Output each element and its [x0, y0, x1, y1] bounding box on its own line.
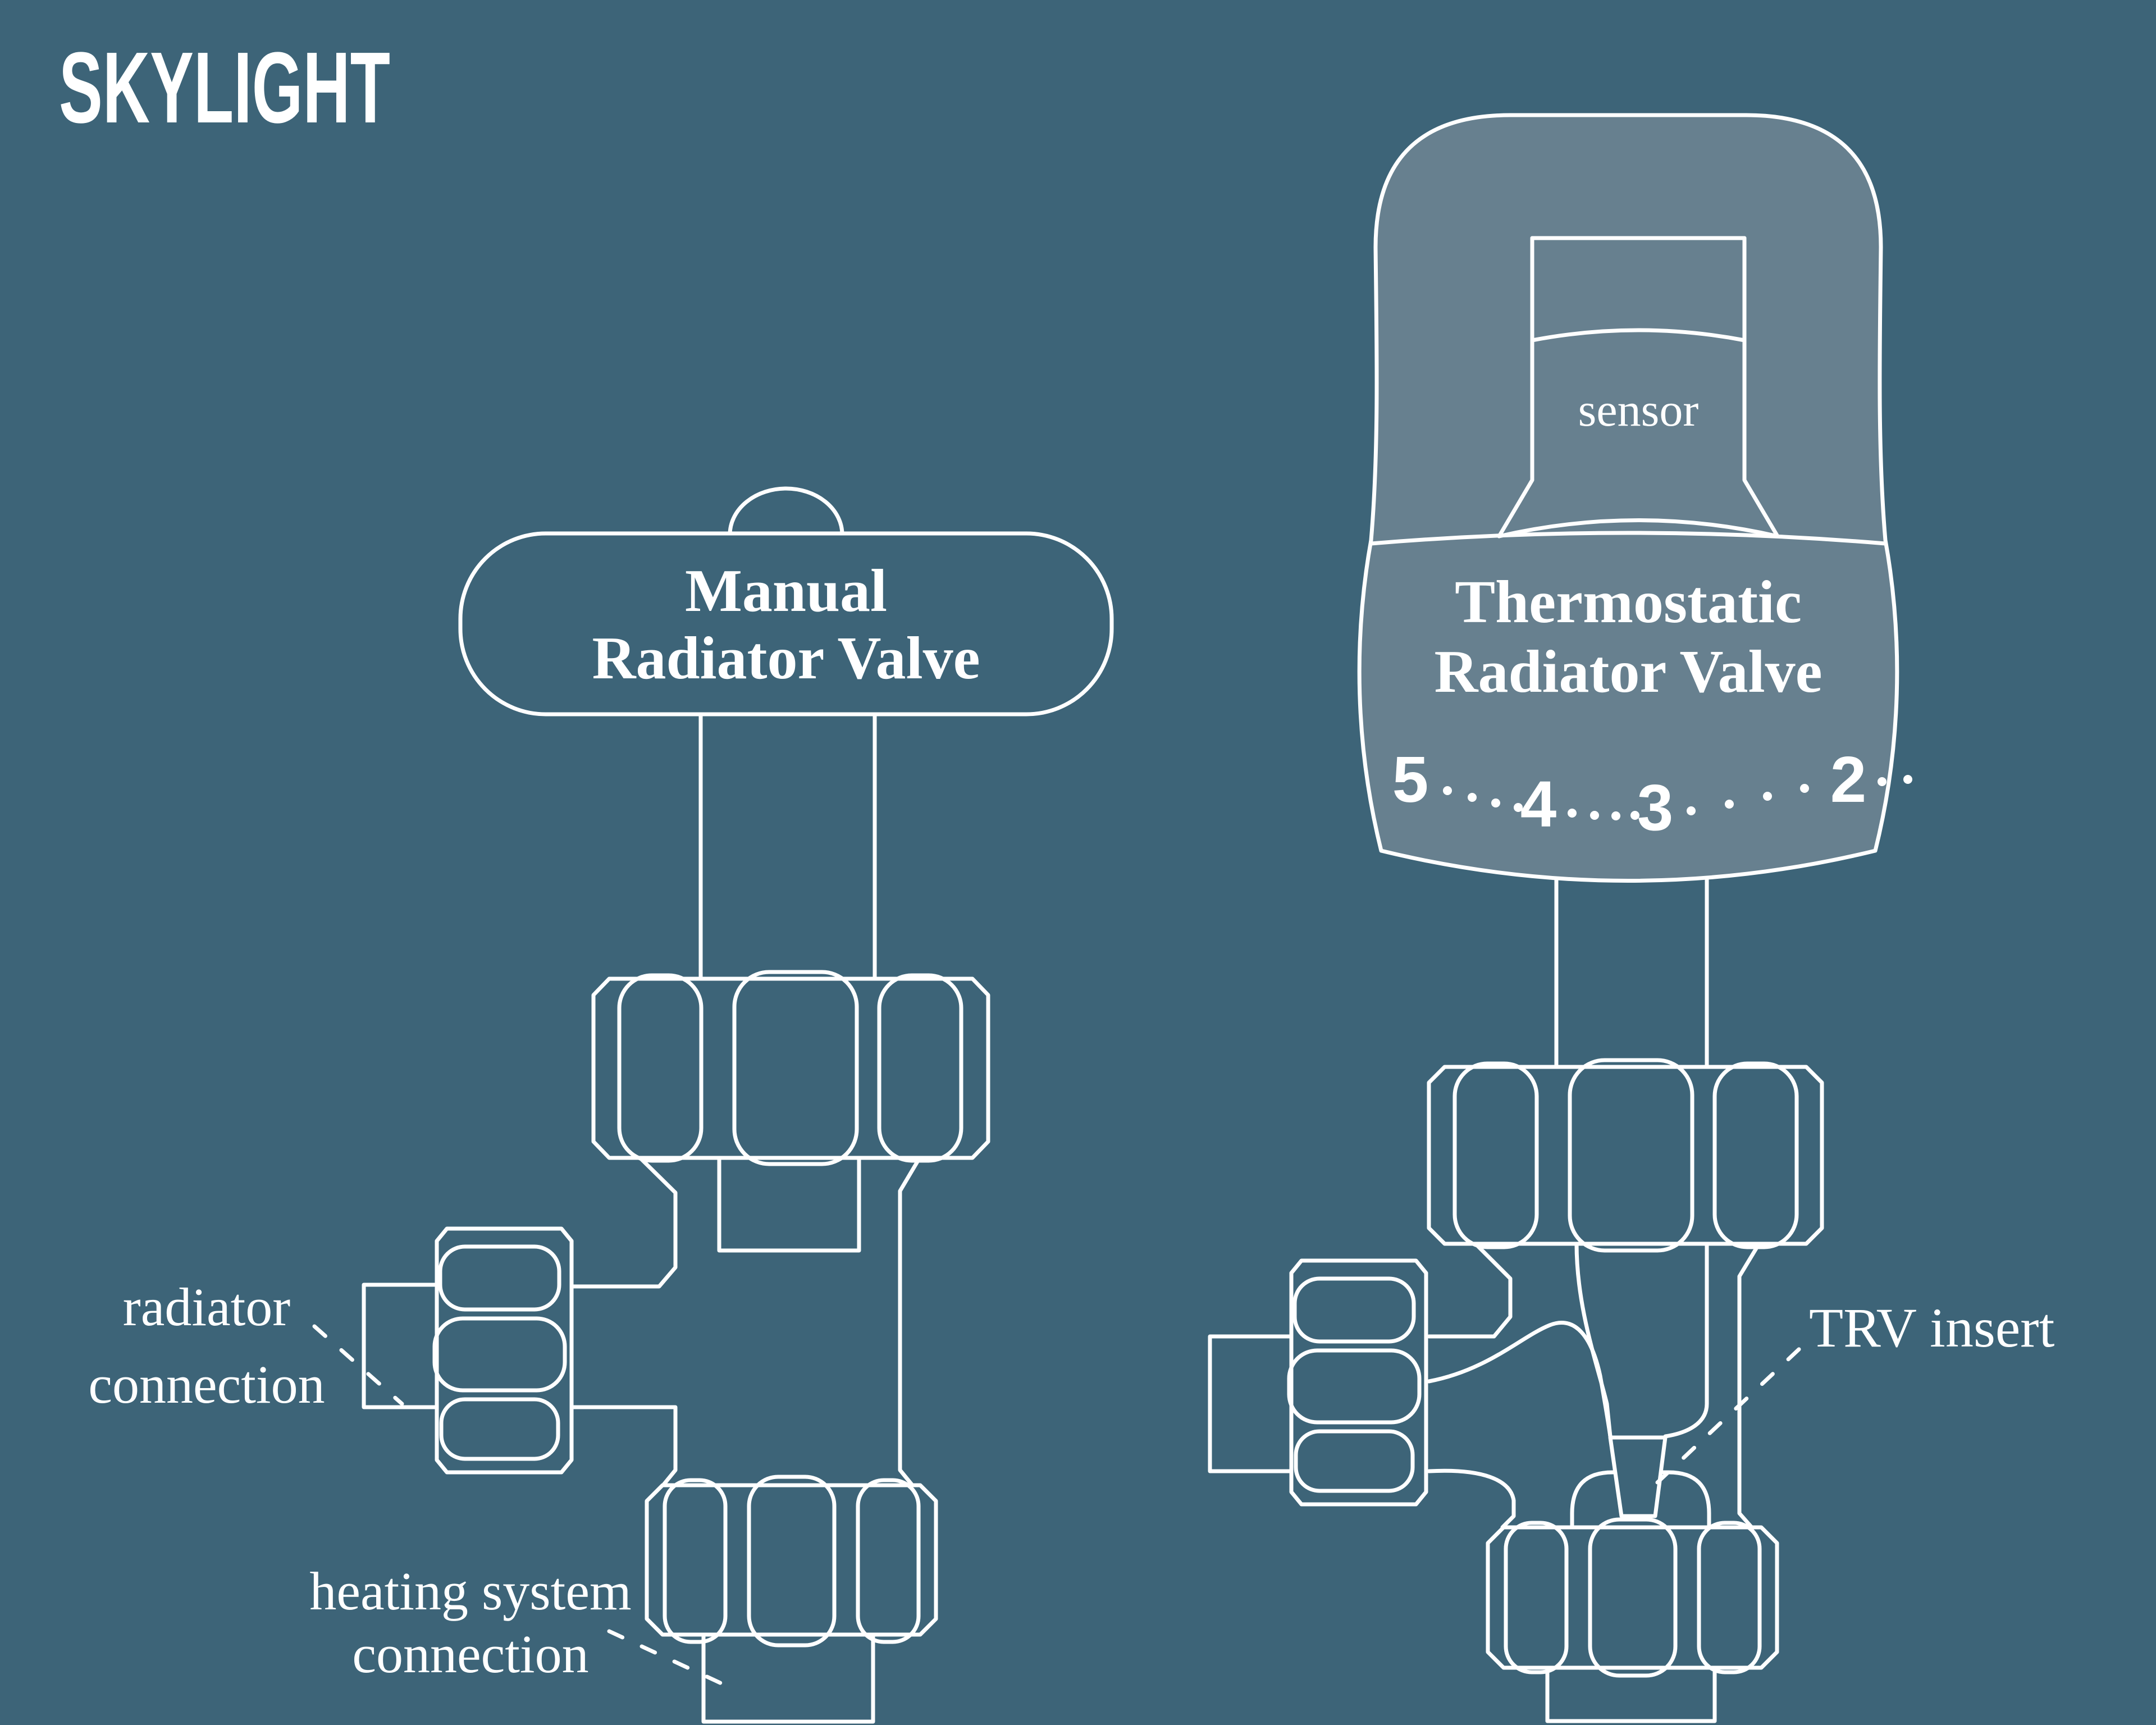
trv-bottom-nut-outline	[1486, 1525, 1779, 1670]
manual-valve-gland	[717, 1156, 861, 1253]
trv-bore-right-line	[1663, 1242, 1709, 1439]
trv-union-nut-outline	[1427, 1065, 1824, 1246]
annotation-heating-system-connection: heating system connection	[309, 1561, 732, 1690]
trv-sensor-cap-arc	[1530, 328, 1747, 343]
manual-union-nut-facet-left	[617, 973, 704, 1163]
trv-bore-left-line	[1574, 1242, 1613, 1439]
manual-radiator-nut-outline	[435, 1226, 574, 1475]
trv-radiator-nut-facet-bottom	[1294, 1429, 1415, 1493]
trv-title-line1: Thermostatic	[1455, 569, 1802, 636]
manual-valve-title-line2: Radiator Valve	[592, 625, 980, 692]
skylight-logo: SKYLIGHT	[59, 31, 390, 144]
radiator-connection-label-line2: connection	[88, 1354, 325, 1414]
manual-bottom-nut-facet-middle	[747, 1475, 837, 1648]
trv-radiator-nut-facet-top	[1292, 1276, 1416, 1344]
manual-radiator-nut-facet-bottom	[439, 1397, 560, 1461]
thermostatic-head	[1357, 113, 1899, 883]
trv-dial-dots	[1443, 775, 1912, 820]
trv-bottom-nut-facet-left	[1504, 1521, 1569, 1674]
heating-system-label-line1: heating system	[309, 1561, 631, 1621]
manual-valve-title-line1: Manual	[685, 558, 887, 624]
manual-bottom-nut-outline	[645, 1483, 938, 1637]
manual-union-nut-facet-middle	[732, 970, 859, 1166]
manual-bottom-nut-facet-right	[856, 1478, 921, 1644]
trv-dial-mark-3: 3	[1637, 771, 1674, 844]
annotation-trv-insert: TRV insert	[1655, 1297, 2055, 1485]
manual-union-nut-outline	[591, 976, 990, 1160]
manual-valve: Manual Radiator Valve	[362, 486, 1114, 1724]
trv-body-left-upper-edge	[1427, 1242, 1513, 1339]
manual-body-left-upper-edge	[569, 1156, 678, 1289]
trv-dial-mark-4: 4	[1520, 768, 1557, 841]
manual-head-dome	[728, 486, 844, 537]
trv-union-nut-facet-middle	[1568, 1058, 1694, 1253]
radiator-connection-label-line1: radiator	[123, 1277, 291, 1337]
manual-radiator-nut-facet-middle	[432, 1316, 567, 1393]
annotation-radiator-connection: radiator connection	[88, 1277, 404, 1414]
trv-head-divide-line	[1369, 531, 1888, 546]
trv-dial-mark-2: 2	[1830, 743, 1867, 816]
trv-title-line2: Radiator Valve	[1434, 638, 1822, 705]
manual-radiator-nut-facet-top	[438, 1244, 561, 1312]
manual-bottom-nut-facet-left	[663, 1478, 728, 1644]
trv-insert-cartridge	[1608, 1435, 1668, 1518]
heating-system-leader-line	[607, 1629, 732, 1690]
trv-sensor-left-edge	[1497, 236, 1534, 539]
trv-body-right-edge	[1737, 1242, 1761, 1530]
trv-sensor-bottom-arc	[1497, 518, 1780, 539]
trv-sensor-right-edge	[1742, 236, 1780, 539]
heating-system-label-line2: connection	[352, 1624, 588, 1684]
trv-dial-scale: 5 4 3 2	[1392, 743, 1912, 844]
trv-bottom-nut-facet-middle	[1588, 1517, 1678, 1678]
trv-insert-label: TRV insert	[1809, 1297, 2055, 1359]
trv-body-left-lower-edge	[1427, 1468, 1516, 1530]
manual-body-right-edge	[898, 1156, 922, 1487]
manual-body-left-lower-edge	[569, 1405, 678, 1487]
trv-bottom-nut-facet-right	[1697, 1521, 1762, 1674]
trv-union-nut-facet-left	[1452, 1061, 1539, 1249]
manual-valve-head	[458, 531, 1114, 717]
trv-sensor-label: sensor	[1578, 384, 1699, 436]
trv-radiator-nut-outline	[1289, 1258, 1428, 1507]
trv-dial-mark-5: 5	[1392, 743, 1429, 816]
trv-radiator-nut-facet-middle	[1287, 1348, 1422, 1425]
thermostatic-valve: sensor Thermostatic Radiator Valve 5 4 3…	[1208, 113, 1912, 1723]
